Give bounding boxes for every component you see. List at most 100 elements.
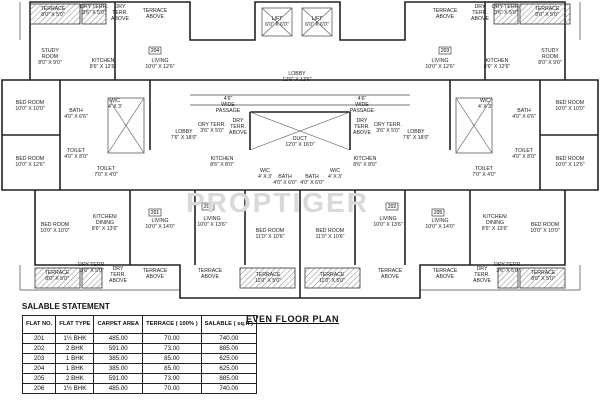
table-cell: 625.00	[200, 353, 257, 364]
salable-statement-title: SALABLE STATEMENT	[22, 302, 110, 311]
walls	[1, 1, 599, 299]
shafts	[29, 3, 571, 289]
header-salable: SALABLE ( sq.ft )	[200, 315, 257, 334]
room-label-dry-terr-tl: DRY TERR.3'6" X 5'0"	[80, 4, 108, 16]
table-cell: 740.00	[200, 333, 257, 344]
header-flat-no: FLAT NO.	[21, 315, 57, 334]
flat-tag-205: 205	[434, 210, 443, 216]
flat-tag-204: 204	[151, 48, 160, 54]
flat-tag-202: 202	[388, 204, 397, 210]
room-label-dry-terr-bl: DRY TERR.3'6" X 5'0"	[78, 262, 106, 274]
table-cell: 205	[21, 373, 57, 384]
table-cell: 740.00	[200, 383, 257, 394]
room-label-dry-terr-br: DRY TERR.3'6" X 5'0"	[494, 262, 522, 274]
table-cell: 485.00	[93, 333, 144, 344]
flat-tag-203: 203	[441, 48, 450, 54]
table-cell: 591.00	[93, 343, 144, 354]
room-label-dry-terr-cl: DRY TERR.3'6" X 5'0"	[198, 122, 226, 134]
flat-tag-box	[438, 46, 452, 55]
table-cell: 1½ BHK	[55, 383, 95, 394]
flat-tag-201: 201	[151, 210, 160, 216]
table-cell: 385.00	[93, 363, 144, 374]
table-cell: 1 BHK	[55, 363, 95, 374]
plan-title: EVEN FLOOR PLAN	[246, 314, 340, 324]
flat-tag-box	[385, 202, 399, 211]
table-cell: 1 BHK	[55, 353, 95, 364]
salable-statement-table: FLAT NO. FLAT TYPE CARPET AREA TERRACE (…	[21, 315, 257, 394]
table-cell: 2 BHK	[55, 343, 95, 354]
table-cell: 485.00	[93, 383, 144, 394]
table-cell: 206	[21, 383, 57, 394]
table-cell: 385.00	[93, 353, 144, 364]
table-cell: 70.00	[142, 333, 202, 344]
header-carpet-area: CARPET AREA	[93, 315, 144, 334]
table-cell: 591.00	[93, 373, 144, 384]
flat-tag-box	[148, 46, 162, 55]
flat-tag-box	[148, 208, 162, 217]
table-cell: 203	[21, 353, 57, 364]
table-header-row: FLAT NO. FLAT TYPE CARPET AREA TERRACE (…	[21, 315, 257, 334]
header-terrace: TERRACE ( 100% )	[142, 315, 202, 334]
table-cell: 625.00	[200, 363, 257, 374]
table-cell: 1½ BHK	[55, 333, 95, 344]
table-cell: 73.00	[142, 343, 202, 354]
header-flat-type: FLAT TYPE	[55, 315, 95, 334]
table-cell: 85.00	[142, 353, 202, 364]
table-cell: 204	[21, 363, 57, 374]
table-cell: 73.00	[142, 373, 202, 384]
